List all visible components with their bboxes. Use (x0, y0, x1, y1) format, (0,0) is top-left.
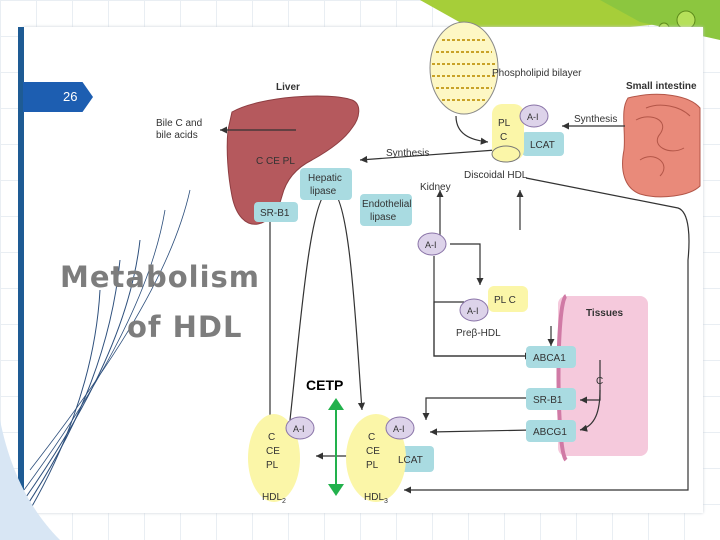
hdl3-label: HDL3 (364, 492, 388, 505)
pl-label-top: PL (498, 118, 511, 129)
endothelial-lipase-box (360, 194, 412, 226)
cetp-label: CETP (306, 377, 344, 393)
endothelial-lipase-label-1: Endothelial (362, 199, 411, 210)
hepatic-lipase-label-1: Hepatic (308, 173, 342, 184)
kidney-label: Kidney (420, 182, 451, 193)
a1-oval-hdl2 (285, 416, 315, 440)
hdl2-label: HDL2 (262, 492, 286, 505)
tissue-c-label: C (596, 376, 603, 387)
a1-label-hdl2: A-I (293, 424, 305, 434)
a1-label-hdl3: A-I (393, 424, 405, 434)
hdl2-label-text: HDL (262, 492, 282, 503)
hdl2-subscript: 2 (282, 498, 286, 505)
lcat-box-top (522, 132, 564, 156)
slide-number-tab: 26 (23, 82, 93, 112)
synthesis-liver-label: Synthesis (386, 148, 429, 159)
abcg1-box (526, 420, 576, 442)
hdl3-label-text: HDL (364, 492, 384, 503)
hepatic-lipase-box (300, 168, 352, 200)
c-label-top: C (500, 132, 507, 143)
pre-beta-hdl-label: Preβ-HDL (456, 328, 501, 339)
tissues-box (558, 296, 648, 456)
sr-b1-liver-box (254, 202, 298, 222)
pl-c-particle (488, 286, 528, 312)
lcat-label-bottom: LCAT (398, 455, 423, 466)
sr-b1-tissue-box (526, 388, 576, 410)
small-intestine-label: Small intestine (626, 81, 697, 92)
hdl2-particle (248, 414, 300, 502)
liver-contents-label: C CE PL (256, 156, 295, 167)
hdl2-ce-label: CE (266, 446, 280, 457)
a1-oval-kidney (417, 232, 447, 256)
slide-number: 26 (63, 89, 78, 104)
phospholipid-bilayer-label: Phospholipid bilayer (492, 68, 582, 79)
pl-c-label: PL C (494, 295, 516, 306)
abcg1-label: ABCG1 (533, 427, 567, 438)
sr-b1-liver-label: SR-B1 (260, 208, 290, 219)
slide-left-bar (18, 27, 24, 513)
bile-label-2: bile acids (156, 130, 198, 141)
intestine-shape (622, 93, 701, 198)
abca1-label: ABCA1 (533, 353, 566, 364)
a1-label-kidney: A-I (425, 240, 437, 250)
liver-shape (226, 95, 360, 225)
hdl3-pl-label: PL (366, 460, 379, 471)
sr-b1-tissue-label: SR-B1 (533, 395, 563, 406)
lcat-label-top: LCAT (530, 140, 555, 151)
discoidal-hdl-particle (492, 104, 524, 160)
bile-label-1: Bile C and (156, 118, 202, 129)
title-line-1: Metabolism (60, 260, 261, 294)
endothelial-lipase-label-2: lipase (370, 212, 397, 223)
abca1-box (526, 346, 576, 368)
a1-oval-prebeta (459, 298, 489, 322)
liver-label: Liver (276, 82, 300, 93)
hdl2-pl-label: PL (266, 460, 279, 471)
a1-oval-top (519, 104, 549, 128)
hdl3-c-label: C (368, 432, 375, 443)
tissues-label: Tissues (586, 308, 623, 319)
phospholipid-bilayer-icon (429, 21, 499, 115)
cetp-arrow (328, 398, 344, 496)
synthesis-intestine-label: Synthesis (574, 114, 617, 125)
discoidal-hdl-label: Discoidal HDL (464, 170, 528, 181)
title-line-2: of HDL (127, 310, 243, 344)
a1-label-prebeta: A-I (467, 306, 479, 316)
hdl2-c-label: C (268, 432, 275, 443)
hdl3-ce-label: CE (366, 446, 380, 457)
hdl3-subscript: 3 (384, 498, 388, 505)
a1-label-top: A-I (527, 112, 539, 122)
hepatic-lipase-label-2: lipase (310, 186, 337, 197)
a1-oval-hdl3 (385, 416, 415, 440)
